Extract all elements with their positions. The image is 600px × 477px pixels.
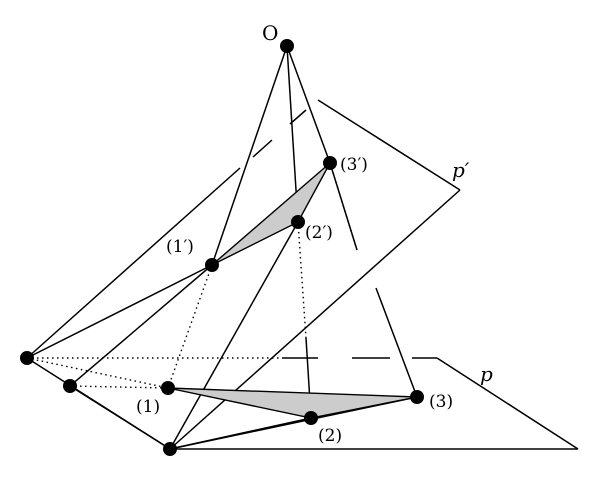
point-o [280, 39, 294, 53]
construction-lines [26, 221, 418, 450]
hidden-lines [26, 162, 358, 389]
label-1prime: (1′) [166, 237, 194, 257]
plane-p-prime-left-edge-dash [289, 109, 307, 125]
plane-p-prime-left-edge [26, 167, 241, 359]
plane-p-right-edge [436, 357, 579, 450]
plane-p-prime-right-edge [169, 189, 461, 450]
line-base-to-2prime [169, 221, 299, 450]
label-plane-p: p [480, 362, 493, 386]
label-plane-p-prime: p′ [452, 158, 470, 182]
ray-o-to-1prime [211, 45, 288, 266]
label-2prime: (2′) [305, 223, 333, 243]
point-1prime [205, 258, 219, 272]
point-intersection-left [20, 351, 34, 365]
line-intersection2-to-base [69, 385, 171, 450]
point-intersection-mid [63, 379, 77, 393]
line-intersection2-to-1prime [69, 264, 213, 387]
label-2: (2) [318, 426, 342, 446]
hidden-ray-1prime-to-1 [167, 264, 213, 389]
plane-p-prime [26, 99, 461, 450]
triangle-lower [167, 387, 418, 419]
plane-p-prime-left-edge-dash [252, 139, 273, 158]
plane-p-prime-top-edge [317, 99, 461, 191]
point-2 [304, 411, 318, 425]
hidden-ray-3prime [329, 162, 358, 251]
point-3prime [323, 156, 337, 170]
point-1 [161, 381, 175, 395]
label-3: (3) [429, 392, 453, 412]
point-3 [410, 390, 424, 404]
point-base [163, 442, 177, 456]
line-intersection-to-1prime [26, 264, 213, 359]
triangle-upper [211, 162, 331, 266]
label-3prime: (3′) [340, 155, 368, 175]
hidden-line-to-1 [26, 357, 169, 389]
ray-o-to-3prime [286, 45, 331, 164]
label-o: O [262, 21, 278, 45]
hidden-line-to-1 [69, 385, 169, 389]
label-1: (1) [136, 397, 160, 417]
labels: O (3′) (2′) (1′) (1) (2) (3) p′ p [136, 21, 493, 446]
ray-to-3 [375, 287, 418, 398]
points [20, 39, 424, 456]
point-2prime [291, 215, 305, 229]
